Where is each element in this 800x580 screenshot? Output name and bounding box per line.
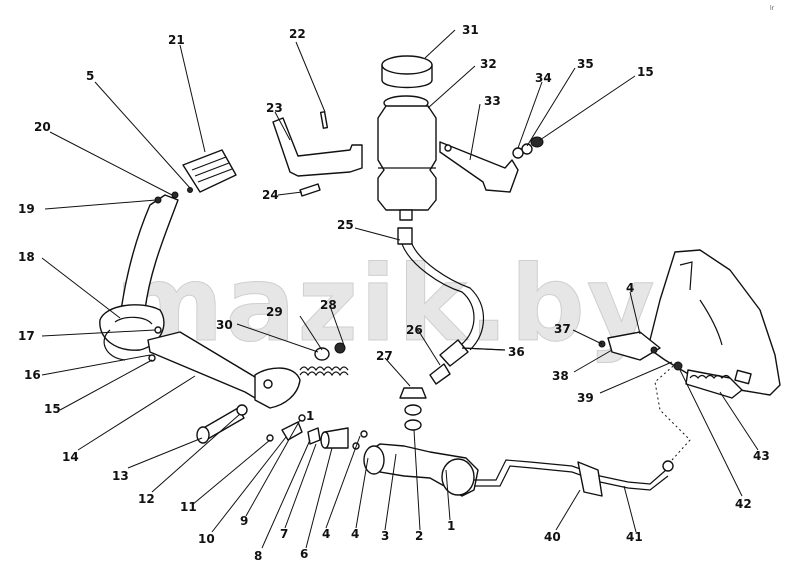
callout-22: 22 xyxy=(289,27,306,41)
callout-12: 12 xyxy=(138,492,155,506)
callout-6: 6 xyxy=(300,547,308,561)
callout-42: 42 xyxy=(735,497,752,511)
pedal-pad xyxy=(182,149,237,193)
callout-13: 13 xyxy=(112,469,129,483)
callout-1-small: 1 xyxy=(306,409,314,423)
callout-21: 21 xyxy=(168,33,185,47)
callout-8: 8 xyxy=(254,549,262,563)
callout-24: 24 xyxy=(262,188,279,202)
leader-lines xyxy=(41,29,759,549)
feed-hose-25 xyxy=(397,227,484,351)
fasteners-small xyxy=(266,414,368,449)
slave-line-40-41 xyxy=(474,459,674,497)
callout-3: 3 xyxy=(381,529,389,543)
callout-4: 4 xyxy=(351,527,359,541)
callout-18: 18 xyxy=(18,250,35,264)
master-cylinder xyxy=(352,387,479,497)
callout-28: 28 xyxy=(320,298,337,312)
callout-34: 34 xyxy=(535,71,552,85)
routing-dashed-line xyxy=(654,359,691,461)
callout-19: 19 xyxy=(18,202,35,216)
callout-26: 26 xyxy=(406,323,423,337)
reservoir-bracket xyxy=(272,111,363,197)
reservoir-body xyxy=(377,95,437,221)
callout-25: 25 xyxy=(337,218,354,232)
callout-17: 17 xyxy=(18,329,35,343)
callout-35: 35 xyxy=(577,57,594,71)
callout-5-lower: 4 xyxy=(322,527,330,541)
reservoir-cap xyxy=(381,55,433,89)
callout-30: 30 xyxy=(216,318,233,332)
callout-10: 10 xyxy=(198,532,215,546)
callout-20: 20 xyxy=(34,120,51,134)
callout-29: 29 xyxy=(266,305,283,319)
callout-9: 9 xyxy=(240,514,248,528)
callout-43: 43 xyxy=(753,449,770,463)
pin-13 xyxy=(196,404,248,444)
callout-1: 1 xyxy=(447,519,455,533)
callout-11: 11 xyxy=(180,500,197,514)
callout-labels: 21 5 20 19 18 17 16 15 14 13 12 11 10 9 … xyxy=(18,23,770,563)
washers-34-35-15 xyxy=(512,136,544,159)
clutch-housing xyxy=(647,249,781,396)
callout-32: 32 xyxy=(480,57,497,71)
callout-15: 15 xyxy=(44,402,61,416)
callout-5: 5 xyxy=(86,69,94,83)
callout-39: 39 xyxy=(577,391,594,405)
callout-36: 36 xyxy=(508,345,525,359)
pushrod-lever xyxy=(147,331,301,409)
callout-27: 27 xyxy=(376,349,393,363)
callout-31: 31 xyxy=(462,23,479,37)
return-spring xyxy=(299,366,349,377)
bushing-29-30 xyxy=(314,342,346,361)
clutch-pedal-arm xyxy=(99,194,179,361)
watermark: mazik.by xyxy=(115,243,657,365)
callout-15-top: 15 xyxy=(637,65,654,79)
callout-40: 40 xyxy=(544,530,561,544)
callout-7: 7 xyxy=(280,527,288,541)
callout-14: 14 xyxy=(62,450,79,464)
callout-23: 23 xyxy=(266,101,283,115)
callout-37: 37 xyxy=(554,322,571,336)
callout-16: 16 xyxy=(24,368,41,382)
slave-bracket-38 xyxy=(598,331,661,361)
callout-41: 41 xyxy=(626,530,643,544)
mount-plate-33 xyxy=(439,141,519,193)
callout-4-right: 4 xyxy=(626,281,634,295)
slave-cylinder-43 xyxy=(673,361,752,399)
callout-2: 2 xyxy=(415,529,423,543)
callout-33: 33 xyxy=(484,94,501,108)
corner-mark: lr xyxy=(770,5,775,12)
callout-38: 38 xyxy=(552,369,569,383)
